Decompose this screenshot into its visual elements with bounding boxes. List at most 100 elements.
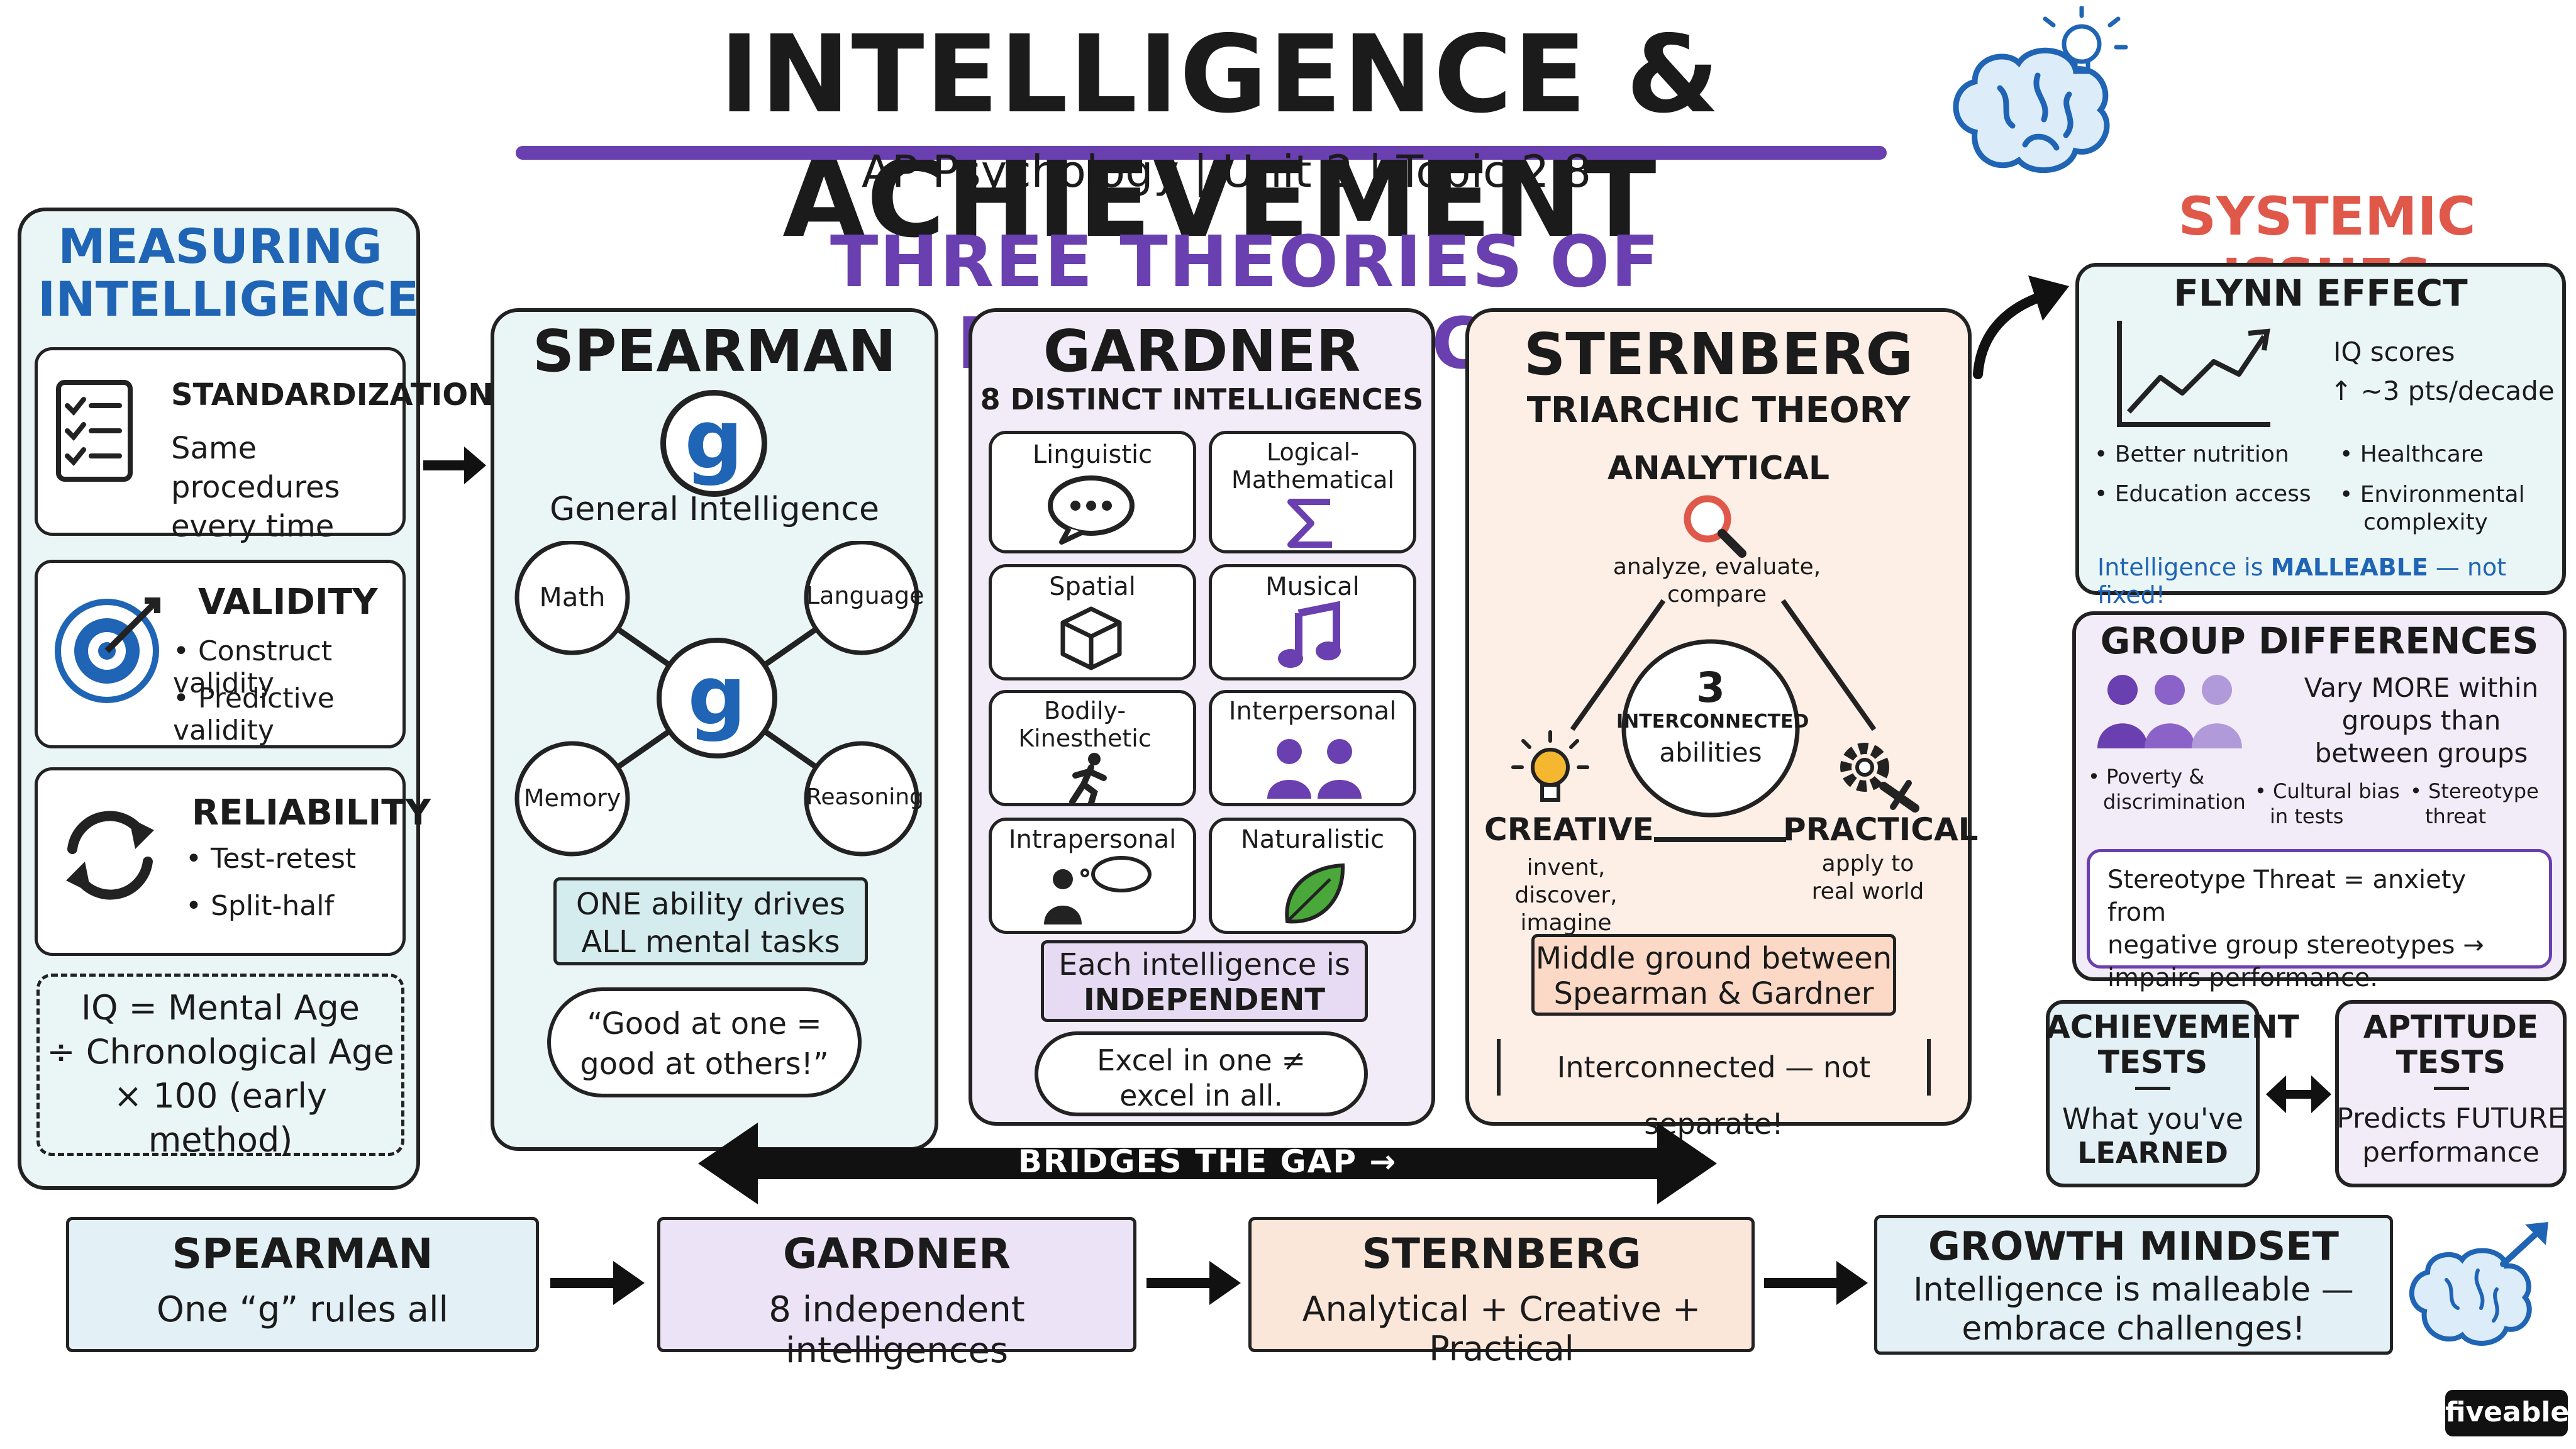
intelligence-label: Intrapersonal: [1008, 825, 1177, 854]
summary-title: GARDNER: [782, 1230, 1011, 1278]
target-icon: [55, 597, 160, 703]
triarchic-triangle: [1570, 599, 1877, 842]
creative-title: CREATIVE: [1484, 811, 1654, 848]
arrow-right-icon: [1764, 1261, 1868, 1305]
group-bullet: • Poverty & discrimination: [2088, 765, 2246, 814]
group-bullet: • Cultural bias in tests: [2255, 779, 2400, 828]
achievement-title: ACHIEVEMENT TESTS: [2046, 1009, 2299, 1080]
speech-bubble-icon: [1048, 475, 1135, 545]
group-people-icon: [2097, 675, 2242, 748]
g-network-diagram: [514, 541, 919, 857]
runner-icon: [1069, 753, 1107, 805]
gardner-banner: Each intelligence is INDEPENDENT: [1041, 940, 1368, 1022]
spearman-quote-bubble: “Good at one = good at others!”: [547, 987, 862, 1097]
aptitude-card: [2335, 1000, 2567, 1187]
summary-card-gardner: [657, 1217, 1136, 1352]
intelligence-card: [1209, 690, 1416, 806]
summary-title: STERNBERG: [1362, 1230, 1641, 1278]
iq-formula-box: [36, 974, 404, 1156]
node-reasoning: Reasoning: [806, 784, 924, 810]
summary-desc: 8 independent intelligences: [769, 1289, 1025, 1371]
arrow-right-icon: [423, 447, 486, 484]
flynn-stat-1: IQ scores: [2333, 336, 2455, 367]
reliability-card: [35, 767, 406, 956]
summary-desc: Analytical + Creative + Practical: [1302, 1289, 1701, 1368]
gardner-cloud: Excel in one ≠ excel in all.: [1035, 1031, 1368, 1116]
summary-desc: Intelligence is malleable — embrace chal…: [1913, 1271, 2354, 1348]
spearman-banner: ONE ability drives ALL mental tasks: [553, 877, 868, 965]
sternberg-banner: Middle ground between Spearman & Gardner: [1531, 934, 1896, 1016]
sigma-icon: [1287, 499, 1332, 548]
analytical-title: ANALYTICAL: [1607, 450, 1830, 487]
cube-icon: [1060, 606, 1122, 670]
flynn-footer: Intelligence is MALLEABLE — not fixed!: [2097, 553, 2507, 609]
aptitude-desc: Predicts FUTURE performance: [2336, 1102, 2565, 1169]
validity-title: VALIDITY: [198, 582, 378, 623]
spearman-g-badge: g: [660, 390, 767, 497]
title-underline: [516, 146, 1887, 160]
reliability-title: RELIABILITY: [192, 792, 431, 833]
creative-desc: invent, discover, imagine: [1514, 855, 1618, 936]
achievement-card: [2046, 1000, 2260, 1187]
intelligence-label: Logical-Mathematical: [1231, 438, 1394, 494]
spearman-subtitle: General Intelligence: [549, 491, 879, 528]
summary-card-spearman: [66, 1217, 539, 1352]
sternberg-subtitle: TRIARCHIC THEORY: [1526, 390, 1911, 431]
page-subtitle: AP Psychology | Unit 2 | Topic 2.8: [861, 146, 1592, 197]
flynn-title: FLYNN EFFECT: [2174, 272, 2468, 314]
measuring-title: MEASURING INTELLIGENCE: [38, 218, 419, 327]
group-text: Vary MORE within groups than between gro…: [2304, 672, 2539, 769]
flynn-bullet: • Environmental complexity: [2340, 482, 2525, 535]
node-language: Language: [806, 582, 924, 609]
reliability-item: • Test-retest: [186, 843, 357, 875]
flynn-bullet: • Healthcare: [2340, 441, 2484, 467]
gardner-title: GARDNER: [1043, 318, 1361, 385]
music-note-icon: [1278, 601, 1341, 668]
achievement-divider: [2135, 1087, 2170, 1090]
bridge-arrow: [698, 1123, 1717, 1204]
intelligence-card: [1209, 564, 1416, 680]
intelligence-card: [1209, 431, 1416, 553]
center-number: 3: [1696, 663, 1725, 712]
lightbulb-icon: [1511, 730, 1589, 802]
magnifier-icon: [1684, 495, 1746, 558]
intelligence-label: Bodily-Kinesthetic: [1018, 697, 1152, 752]
group-bullet: • Stereotype threat: [2410, 779, 2539, 828]
summary-card-sternberg: [1248, 1217, 1755, 1352]
intelligence-label: Musical: [1265, 572, 1360, 601]
rising-chart-icon: [2117, 321, 2270, 427]
node-math: Math: [539, 582, 606, 613]
node-memory: Memory: [523, 784, 621, 812]
intelligence-label: Linguistic: [1032, 440, 1153, 469]
summary-card-growth-mindset: [1874, 1215, 2393, 1355]
thinking-person-icon: [1044, 856, 1152, 924]
checklist-icon: [56, 380, 133, 482]
center-label: INTERCONNECTED: [1616, 711, 1809, 733]
validity-item: • Construct validity: [173, 635, 333, 699]
summary-title: GROWTH MINDSET: [1928, 1223, 2339, 1269]
gardner-subtitle: 8 DISTINCT INTELLIGENCES: [980, 382, 1424, 416]
sternberg-title: STERNBERG: [1523, 321, 1914, 388]
iq-formula: IQ = Mental Age ÷ Chronological Age × 10…: [47, 988, 394, 1160]
flynn-stat-2: ↑ ~3 pts/decade: [2330, 375, 2555, 406]
standardization-title: STANDARDIZATION: [171, 377, 494, 413]
intelligence-label: Spatial: [1049, 572, 1136, 601]
node-g: g: [687, 648, 747, 743]
stereotype-threat-box: Stereotype Threat = anxiety from negativ…: [2087, 849, 2552, 992]
achievement-desc: What you've LEARNED: [2062, 1102, 2244, 1170]
validity-item: • Predictive validity: [173, 682, 335, 747]
double-arrow-icon: [2266, 1075, 2331, 1113]
aptitude-title: APTITUDE TESTS: [2363, 1009, 2539, 1080]
flynn-bullet: • Better nutrition: [2094, 441, 2289, 467]
reliability-item: • Split-half: [186, 890, 334, 922]
flynn-panel: [2075, 263, 2566, 595]
brain-lightbulb-icon: [1953, 6, 2128, 174]
leaf-icon: [1285, 863, 1345, 924]
intelligence-label: Interpersonal: [1228, 697, 1397, 726]
growth-brain-icon: [2409, 1222, 2548, 1346]
spearman-title: SPEARMAN: [532, 318, 897, 385]
standardization-text: Same procedures every time: [171, 431, 340, 544]
intelligence-label: Naturalistic: [1240, 825, 1385, 854]
summary-desc: One “g” rules all: [156, 1289, 449, 1330]
sternberg-note: Interconnected — not separate!: [1497, 1039, 1931, 1141]
